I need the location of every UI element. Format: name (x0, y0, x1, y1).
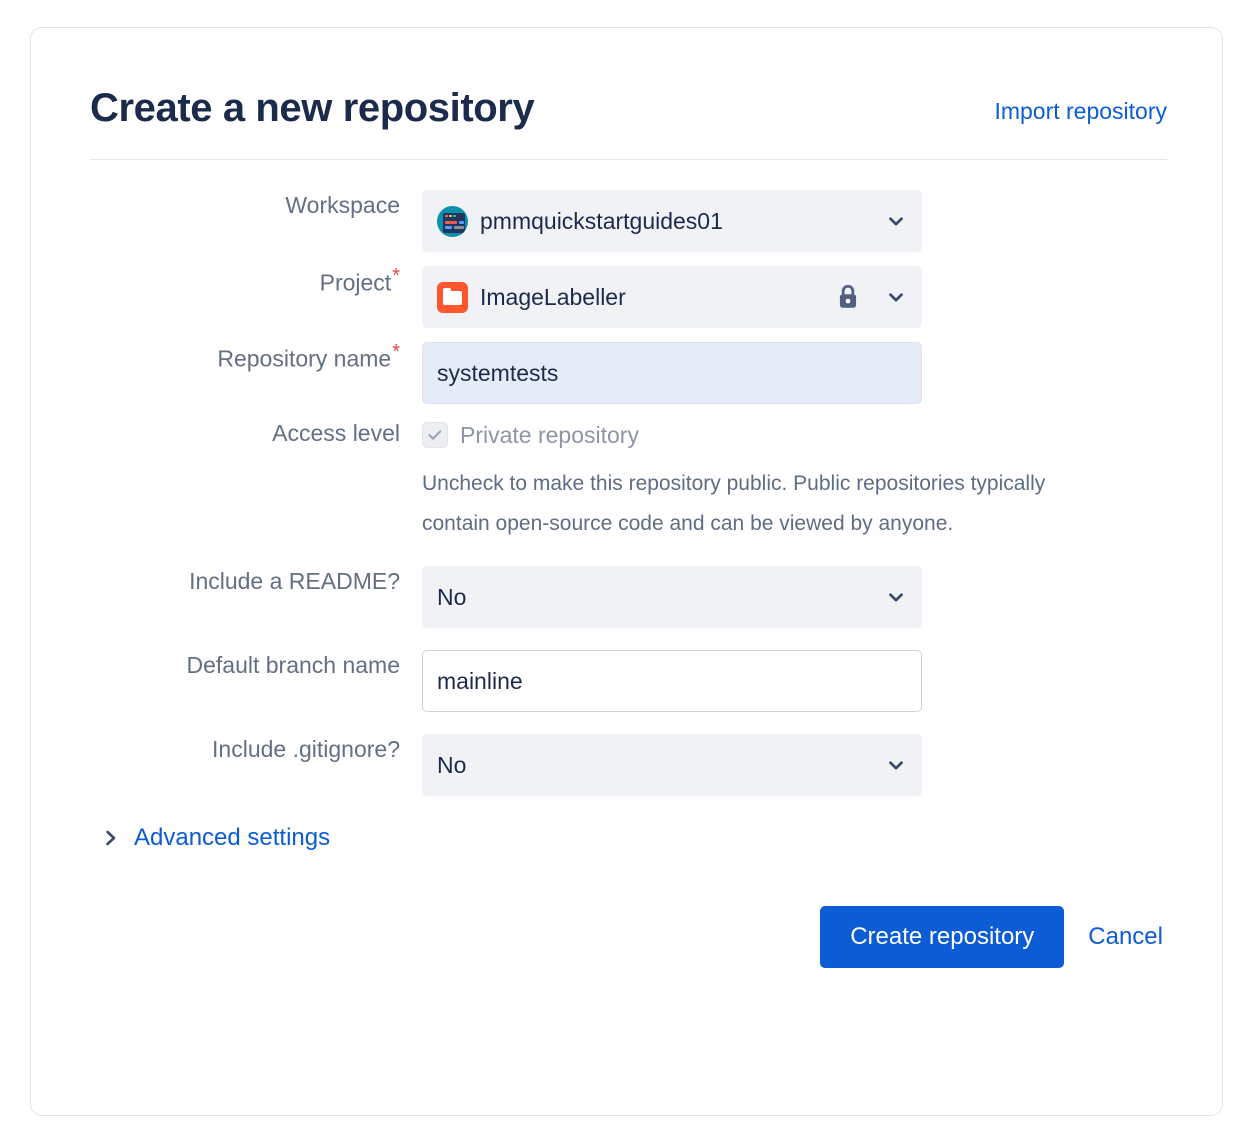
include-readme-label: Include a README? (189, 568, 400, 594)
chevron-down-icon (885, 586, 907, 608)
check-icon (428, 430, 442, 440)
repository-name-label: Repository name* (90, 342, 422, 374)
access-level-field: Private repository Uncheck to make this … (422, 418, 1167, 544)
cancel-button[interactable]: Cancel (1084, 915, 1167, 959)
workspace-label: Workspace (285, 192, 400, 218)
project-label-text: Project (319, 269, 392, 296)
access-level-help-text: Uncheck to make this repository public. … (422, 472, 1046, 535)
project-label: Project* (90, 266, 422, 298)
workspace-select[interactable]: pmmquickstartguides01 (422, 190, 922, 252)
default-branch-name-label: Default branch name (186, 652, 400, 678)
repository-name-field (422, 342, 1167, 404)
include-gitignore-field: No (422, 734, 1167, 796)
lock-icon (835, 283, 861, 311)
workspace-value: pmmquickstartguides01 (480, 208, 723, 234)
repository-name-input[interactable] (422, 342, 922, 404)
include-gitignore-select[interactable]: No (422, 734, 922, 796)
project-select[interactable]: ImageLabeller (422, 266, 922, 328)
include-readme-row: Include a README? No (90, 566, 1167, 628)
card-content: Create a new repository Import repositor… (90, 85, 1167, 968)
include-gitignore-value: No (437, 752, 467, 778)
form-actions: Create repository Cancel (90, 906, 1167, 968)
project-field: ImageLabeller (422, 266, 1167, 328)
advanced-settings-link[interactable]: Advanced settings (134, 824, 331, 851)
repository-name-required-marker: * (392, 341, 400, 363)
default-branch-name-input[interactable] (422, 650, 922, 712)
include-readme-select[interactable]: No (422, 566, 922, 628)
private-repository-label: Private repository (460, 422, 639, 448)
chevron-down-icon (885, 210, 907, 232)
import-repository-link[interactable]: Import repository (994, 98, 1167, 124)
project-value: ImageLabeller (480, 284, 626, 310)
workspace-avatar-icon (437, 205, 468, 237)
default-branch-name-field (422, 650, 1167, 712)
create-repository-button[interactable]: Create repository (820, 906, 1065, 968)
include-readme-value: No (437, 584, 467, 610)
card-header: Create a new repository Import repositor… (90, 85, 1167, 160)
project-required-marker: * (392, 265, 400, 287)
create-repository-form: Workspace pmmquickstartguides01 (90, 160, 1167, 968)
page-title: Create a new repository (90, 86, 535, 130)
chevron-down-icon (885, 754, 907, 776)
access-level-row: Access level Private repository Uncheck … (90, 418, 1167, 544)
folder-icon (437, 281, 468, 313)
default-branch-name-row: Default branch name (90, 650, 1167, 712)
workspace-field: pmmquickstartguides01 (422, 190, 1167, 252)
include-gitignore-row: Include .gitignore? No (90, 734, 1167, 796)
workspace-row: Workspace pmmquickstartguides01 (90, 190, 1167, 252)
access-level-label: Access level (272, 420, 400, 446)
private-repository-checkbox-line: Private repository (422, 418, 1167, 452)
repository-name-row: Repository name* (90, 342, 1167, 404)
include-readme-field: No (422, 566, 1167, 628)
chevron-right-icon (102, 828, 120, 848)
include-gitignore-label: Include .gitignore? (212, 736, 400, 762)
chevron-down-icon (885, 286, 907, 308)
private-repository-checkbox (422, 422, 448, 448)
advanced-settings-row[interactable]: Advanced settings (102, 824, 1167, 852)
project-row: Project* ImageLabeller (90, 266, 1167, 328)
create-repository-card: Create a new repository Import repositor… (30, 27, 1223, 1116)
repository-name-label-text: Repository name (217, 345, 392, 372)
